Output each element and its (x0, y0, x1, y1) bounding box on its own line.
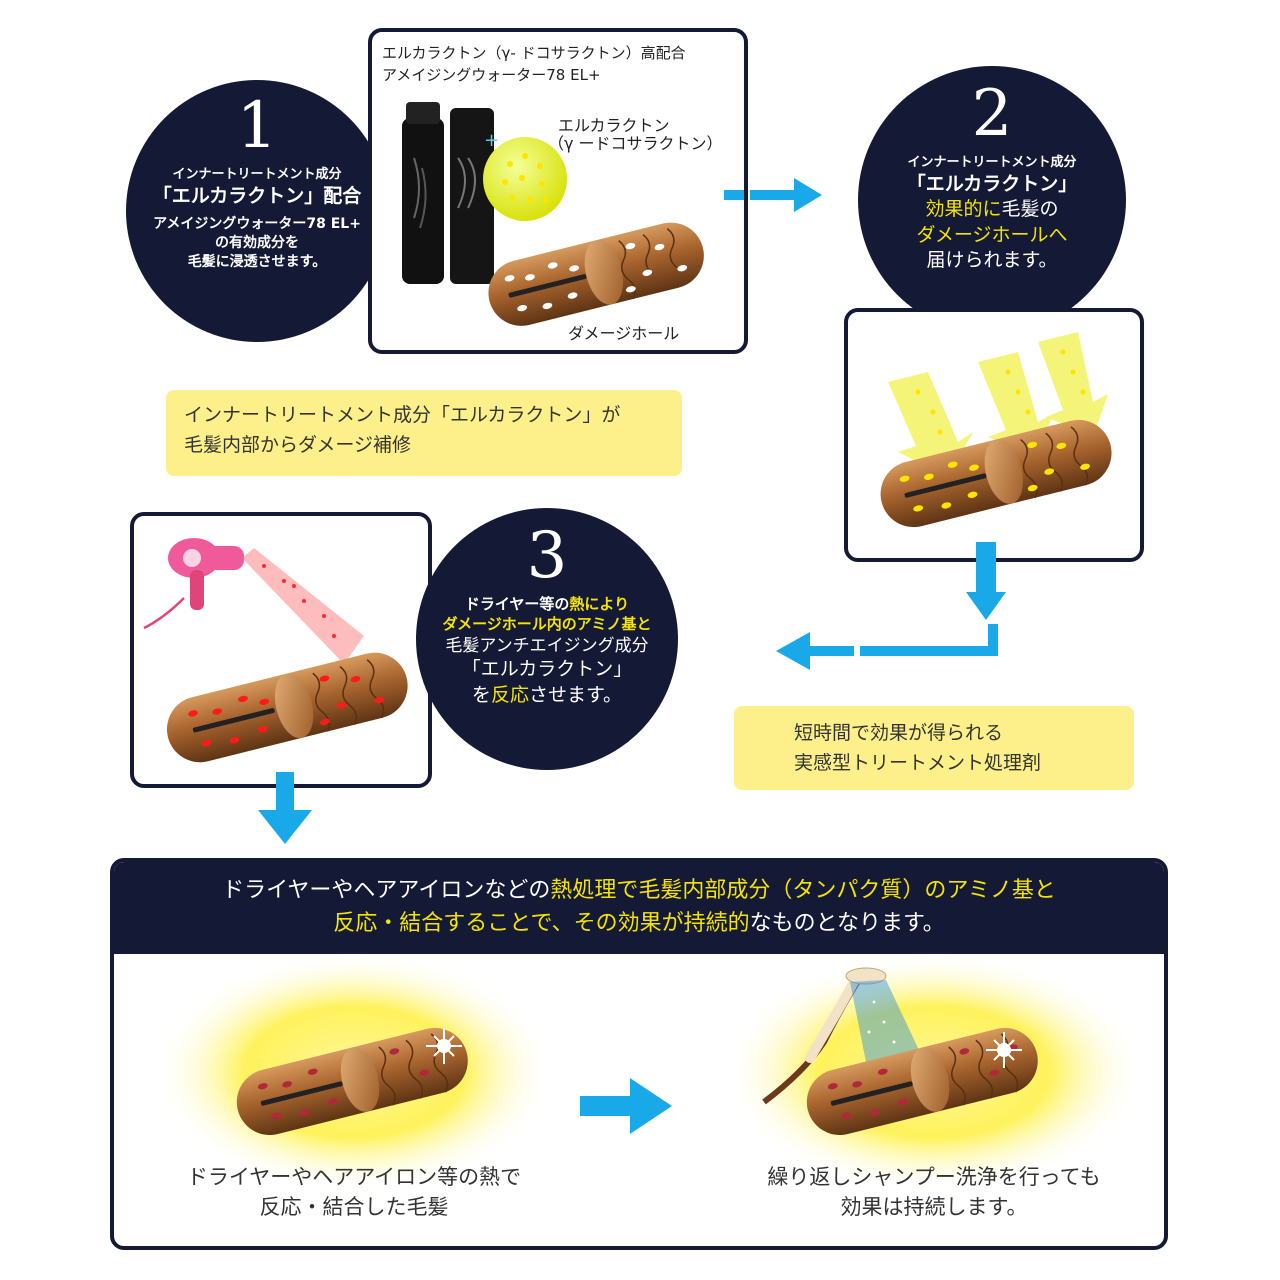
hair-dryer-illustration (143, 538, 244, 630)
right-caption-line2: 効果は持続します。 (840, 1195, 1028, 1220)
step2-line5: 届けられます。 (926, 249, 1058, 272)
sphere-label1: エルカラクトン (558, 116, 670, 135)
step3-circle: 3 ドライヤー等の熱により ダメージホール内のアミノ基と 毛髪アンチエイジング成… (416, 508, 678, 770)
hair-strand-heated (166, 652, 408, 763)
arrow-right-1 (724, 178, 822, 212)
step3-line4: 「エルカラクトン」 (461, 658, 633, 681)
bottom-left-caption: ドライヤーやヘアアイロン等の熱で 反応・結合した毛髪 (154, 1162, 554, 1223)
hair-strand-after-wash (806, 1027, 1038, 1136)
step3-image-box (130, 512, 432, 788)
product-bottles-illustration: + (402, 102, 499, 284)
step2-line1: インナートリートメント成分 (907, 155, 1077, 170)
bottom-header-line2-b: なものとなります。 (749, 911, 945, 936)
hair-strand-filled (880, 419, 1112, 528)
step3-line2: ダメージホール内のアミノ基と (442, 615, 652, 634)
bottom-panel: ドライヤーやヘアアイロンなどの熱処理で毛髪内部成分（タンパク質）のアミノ基と 反… (110, 858, 1168, 1250)
product-title-line2: アメイジングウォーター78 EL+ (382, 66, 601, 84)
step2-line3-highlight: 効果的に (925, 198, 1002, 221)
step1-line1: インナートリートメント成分 (172, 167, 342, 182)
hair-strand-bonded (236, 1027, 468, 1136)
step2-line4: ダメージホールへ (916, 223, 1068, 246)
step1-line3: アメイジングウォーター78 EL+ (153, 216, 361, 233)
elcalactone-sphere (483, 137, 567, 221)
step3-line1-a: ドライヤー等の (464, 595, 570, 613)
step1-line2: 「エルカラクトン」配合 (152, 184, 362, 207)
product-title-line1: エルカラクトン（γ- ドコサラクトン）高配合 (382, 44, 686, 62)
arrow-right-bottom (580, 1078, 672, 1134)
svg-text:+: + (484, 130, 499, 151)
step2-line2: 「エルカラクトン」 (906, 172, 1078, 195)
note1-line1: インナートリートメント成分「エルカラクトン」が (184, 404, 621, 426)
bottom-header-line2: 反応・結合することで、その効果が持続的なものとなります。 (114, 907, 1164, 940)
left-caption-line2: 反応・結合した毛髪 (259, 1195, 449, 1220)
step2-line3-rest: 毛髪の (1001, 198, 1059, 221)
sphere-label2: （γ ードコサラクトン） (548, 134, 723, 153)
step3-number: 3 (526, 519, 568, 593)
note2-line2: 実感型トリートメント処理剤 (794, 752, 1042, 775)
step3-line5: を反応させます。 (416, 683, 678, 709)
step3-line1: ドライヤー等の熱により (416, 594, 678, 614)
arrow-down-left-connector (776, 542, 1006, 670)
step3-line3: 毛髪アンチエイジング成分 (445, 635, 649, 656)
step2-circle: 2 インナートリートメント成分 「エルカラクトン」 効果的に毛髪の ダメージホー… (858, 66, 1126, 334)
step3-line1-b: 熱により (569, 595, 630, 613)
bottom-header-line1: ドライヤーやヘアアイロンなどの熱処理で毛髪内部成分（タンパク質）のアミノ基と (114, 874, 1164, 907)
step2-image-box (844, 308, 1144, 562)
arrow-down-2 (258, 772, 312, 844)
note-inner-repair: インナートリートメント成分「エルカラクトン」が 毛髪内部からダメージ補修 (166, 390, 682, 476)
bottom-header-line1-a: ドライヤーやヘアアイロンなどの (222, 878, 551, 903)
step3-line5-c: させます。 (528, 684, 623, 707)
bottom-header-line2-a: 反応・結合することで、その効果が持続的 (333, 911, 750, 936)
product-box: エルカラクトン（γ- ドコサラクトン）高配合 アメイジングウォーター78 EL+… (368, 28, 748, 354)
step1-number: 1 (236, 89, 278, 163)
bottom-right-caption: 繰り返しシャンプー洗浄を行っても 効果は持続します。 (714, 1162, 1154, 1223)
note2-line1: 短時間で効果が得られる (794, 722, 1004, 744)
left-caption-line1: ドライヤーやヘアアイロン等の熱で (186, 1165, 522, 1189)
step1-circle: 1 インナートリートメント成分 「エルカラクトン」配合 アメイジングウォーター7… (126, 80, 388, 342)
note1-line2: 毛髪内部からダメージ補修 (184, 434, 412, 457)
step2-line3: 効果的に毛髪の (858, 197, 1126, 223)
right-caption-line1: 繰り返しシャンプー洗浄を行っても (767, 1165, 1101, 1189)
damage-hole-label: ダメージホール (568, 324, 680, 343)
step3-line5-b: 反応 (490, 684, 529, 707)
bottom-header-line1-b: 熱処理で毛髪内部成分（タンパク質）のアミノ基と (550, 878, 1056, 903)
hair-strand-damaged (488, 222, 704, 326)
bottom-header: ドライヤーやヘアアイロンなどの熱処理で毛髪内部成分（タンパク質）のアミノ基と 反… (114, 862, 1164, 954)
note-quick-effect: 短時間で効果が得られる 実感型トリートメント処理剤 (734, 706, 1134, 790)
step3-line5-a: を (471, 684, 491, 707)
heat-rays-illustration (242, 548, 364, 664)
step1-line5: 毛髪に浸透させます。 (187, 253, 327, 270)
step1-line4: の有効成分を (215, 235, 299, 252)
step2-number: 2 (971, 77, 1013, 151)
